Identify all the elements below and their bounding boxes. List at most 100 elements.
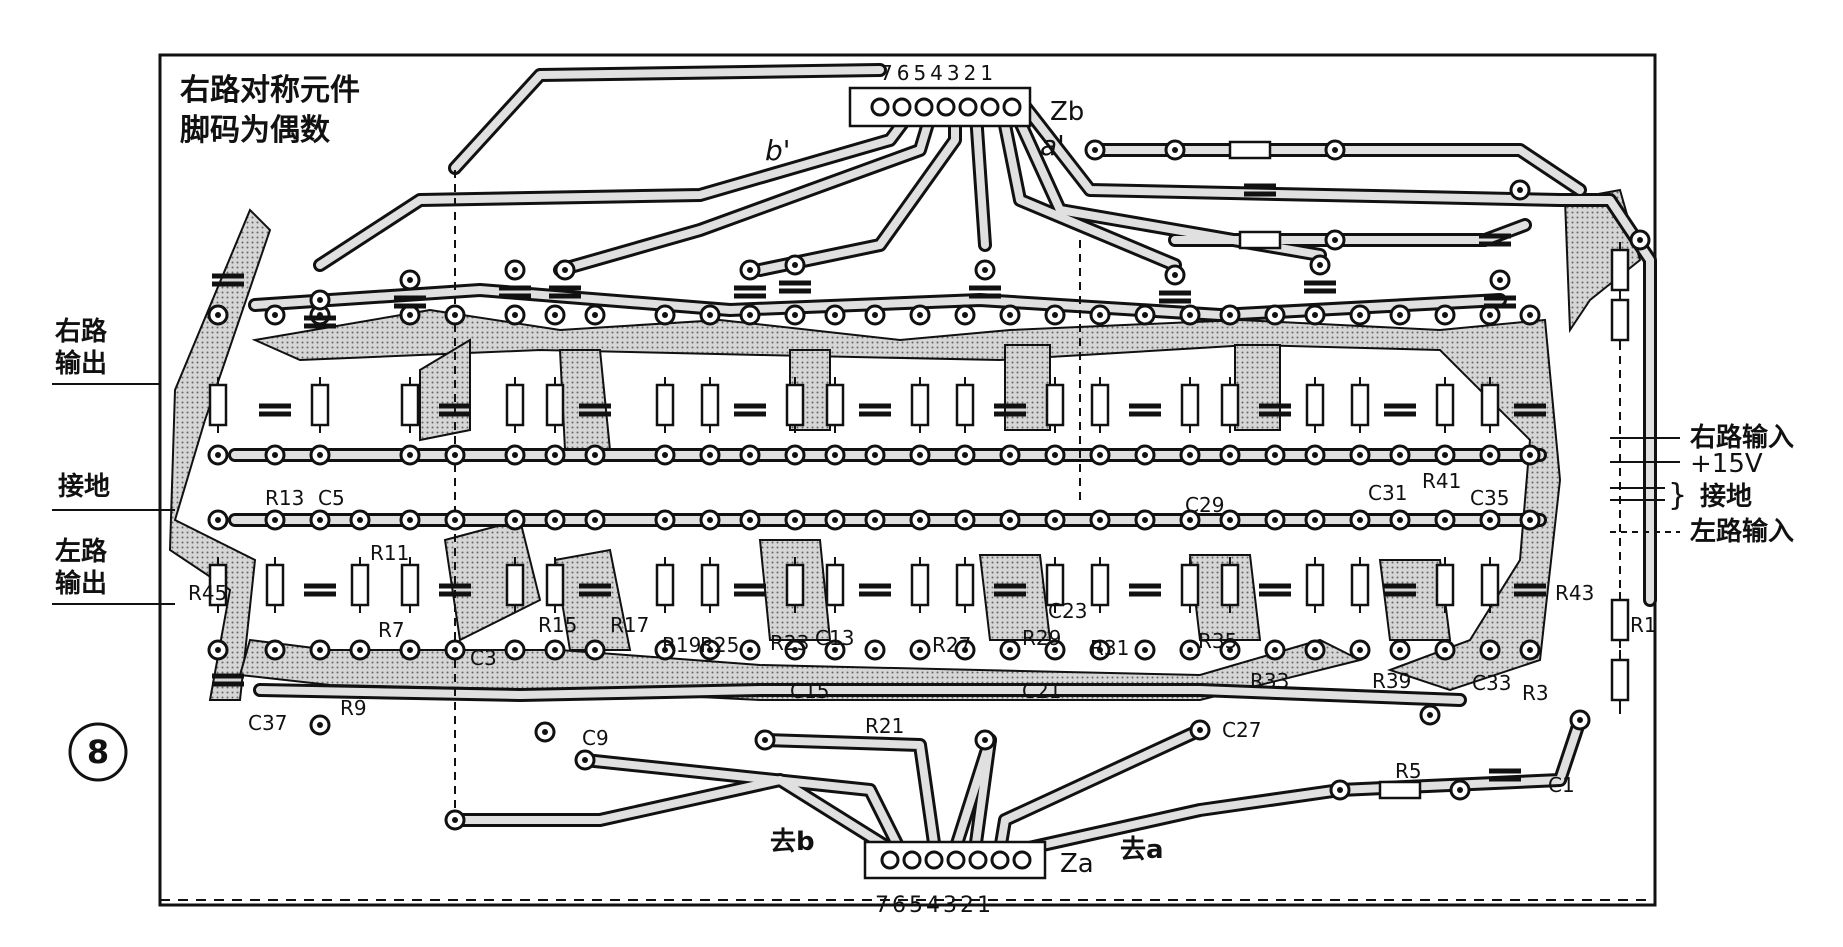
pad-hole: [317, 297, 323, 303]
resistor: [825, 563, 845, 607]
resistor: [1180, 563, 1200, 607]
pad-hole: [917, 647, 923, 653]
left-out-label-1: 左路: [55, 536, 108, 567]
v15-label: +15V: [1690, 449, 1763, 479]
pad-hole: [662, 452, 668, 458]
pad-hole: [1007, 517, 1013, 523]
label-r35: R35: [1198, 629, 1237, 653]
ground-label-left: 接地: [58, 472, 110, 502]
pad-hole: [1497, 277, 1503, 283]
resistor: [1435, 383, 1455, 427]
pad-hole: [552, 312, 558, 318]
pad-hole: [452, 817, 458, 823]
pad-hole: [215, 452, 221, 458]
label-r3: R3: [1522, 681, 1549, 705]
pad-hole: [1457, 787, 1463, 793]
pad-hole: [272, 312, 278, 318]
resistor: [1610, 248, 1630, 292]
pad-hole: [962, 647, 968, 653]
pad-hole: [592, 647, 598, 653]
resistor: [545, 563, 565, 607]
pad-hole: [1227, 452, 1233, 458]
resistor: [1090, 563, 1110, 607]
pad-hole: [1397, 517, 1403, 523]
pad-hole: [1007, 452, 1013, 458]
pad-hole: [917, 452, 923, 458]
label-r45: R45: [188, 581, 227, 605]
pad-hole: [662, 312, 668, 318]
pad-hole: [982, 267, 988, 273]
resistor: [700, 383, 720, 427]
label-r15: R15: [538, 613, 577, 637]
resistor: [545, 383, 565, 427]
pad-hole: [272, 517, 278, 523]
resistor: [1305, 383, 1325, 427]
connector-pin: [968, 850, 988, 870]
pad-hole: [1442, 647, 1448, 653]
jumpers: [454, 170, 1621, 820]
label-r7: R7: [378, 618, 405, 642]
ground-label-right: 接地: [1700, 482, 1752, 512]
right-in-label: 右路输入: [1690, 422, 1794, 453]
pad-hole: [552, 647, 558, 653]
resistor: [1045, 383, 1065, 427]
component-layer: [207, 139, 1651, 831]
pad-hole: [1272, 517, 1278, 523]
label-r11: R11: [370, 541, 409, 565]
pad-hole: [407, 647, 413, 653]
label-r27: R27: [932, 633, 971, 657]
pad-hole: [215, 647, 221, 653]
resistor: [785, 383, 805, 427]
pad-hole: [1097, 312, 1103, 318]
pad-hole: [1172, 272, 1178, 278]
pad-hole: [1142, 312, 1148, 318]
pad-hole: [1052, 452, 1058, 458]
label-c3: C3: [470, 646, 497, 670]
resistor: [208, 563, 228, 607]
pad-hole: [747, 452, 753, 458]
pad-hole: [1527, 312, 1533, 318]
pad-hole: [215, 517, 221, 523]
resistor: [1435, 563, 1455, 607]
pad-hole: [1227, 517, 1233, 523]
label-r1: R1: [1630, 613, 1657, 637]
mark-to-a: 去a: [1120, 835, 1164, 865]
pad-hole: [832, 452, 838, 458]
za-label: Za: [1060, 849, 1094, 879]
connector-pin: [958, 97, 978, 117]
pad-hole: [1097, 452, 1103, 458]
pad-hole: [592, 312, 598, 318]
pad-hole: [512, 267, 518, 273]
right-io: 右路输入 +15V } 接地 左路输入: [1610, 422, 1794, 547]
note-line-2: 脚码为偶数: [180, 113, 331, 148]
pad-hole: [1187, 647, 1193, 653]
pad-hole: [747, 267, 753, 273]
pad-hole: [762, 737, 768, 743]
pad-hole: [1007, 312, 1013, 318]
pad-hole: [792, 647, 798, 653]
pad-hole: [1637, 237, 1643, 243]
zb-label: Zb: [1050, 97, 1084, 127]
pad-hole: [982, 737, 988, 743]
label-c31: C31: [1368, 481, 1407, 505]
label-r29: R29: [1022, 626, 1061, 650]
pad-hole: [317, 722, 323, 728]
pad-hole: [1052, 312, 1058, 318]
pad-hole: [662, 647, 668, 653]
resistor: [310, 383, 330, 427]
figure-number: 8: [87, 733, 109, 771]
left-in-label: 左路输入: [1690, 516, 1794, 547]
pad-hole: [1227, 647, 1233, 653]
pad-hole: [452, 517, 458, 523]
pad-hole: [272, 452, 278, 458]
pad-hole: [747, 517, 753, 523]
pad-hole: [1052, 517, 1058, 523]
pad-hole: [1357, 647, 1363, 653]
resistor: [655, 563, 675, 607]
pad-hole: [917, 517, 923, 523]
pad-hole: [707, 312, 713, 318]
label-r21: R21: [865, 714, 904, 738]
label-r25: R25: [700, 633, 739, 657]
resistor: [208, 383, 228, 427]
pad-hole: [832, 312, 838, 318]
